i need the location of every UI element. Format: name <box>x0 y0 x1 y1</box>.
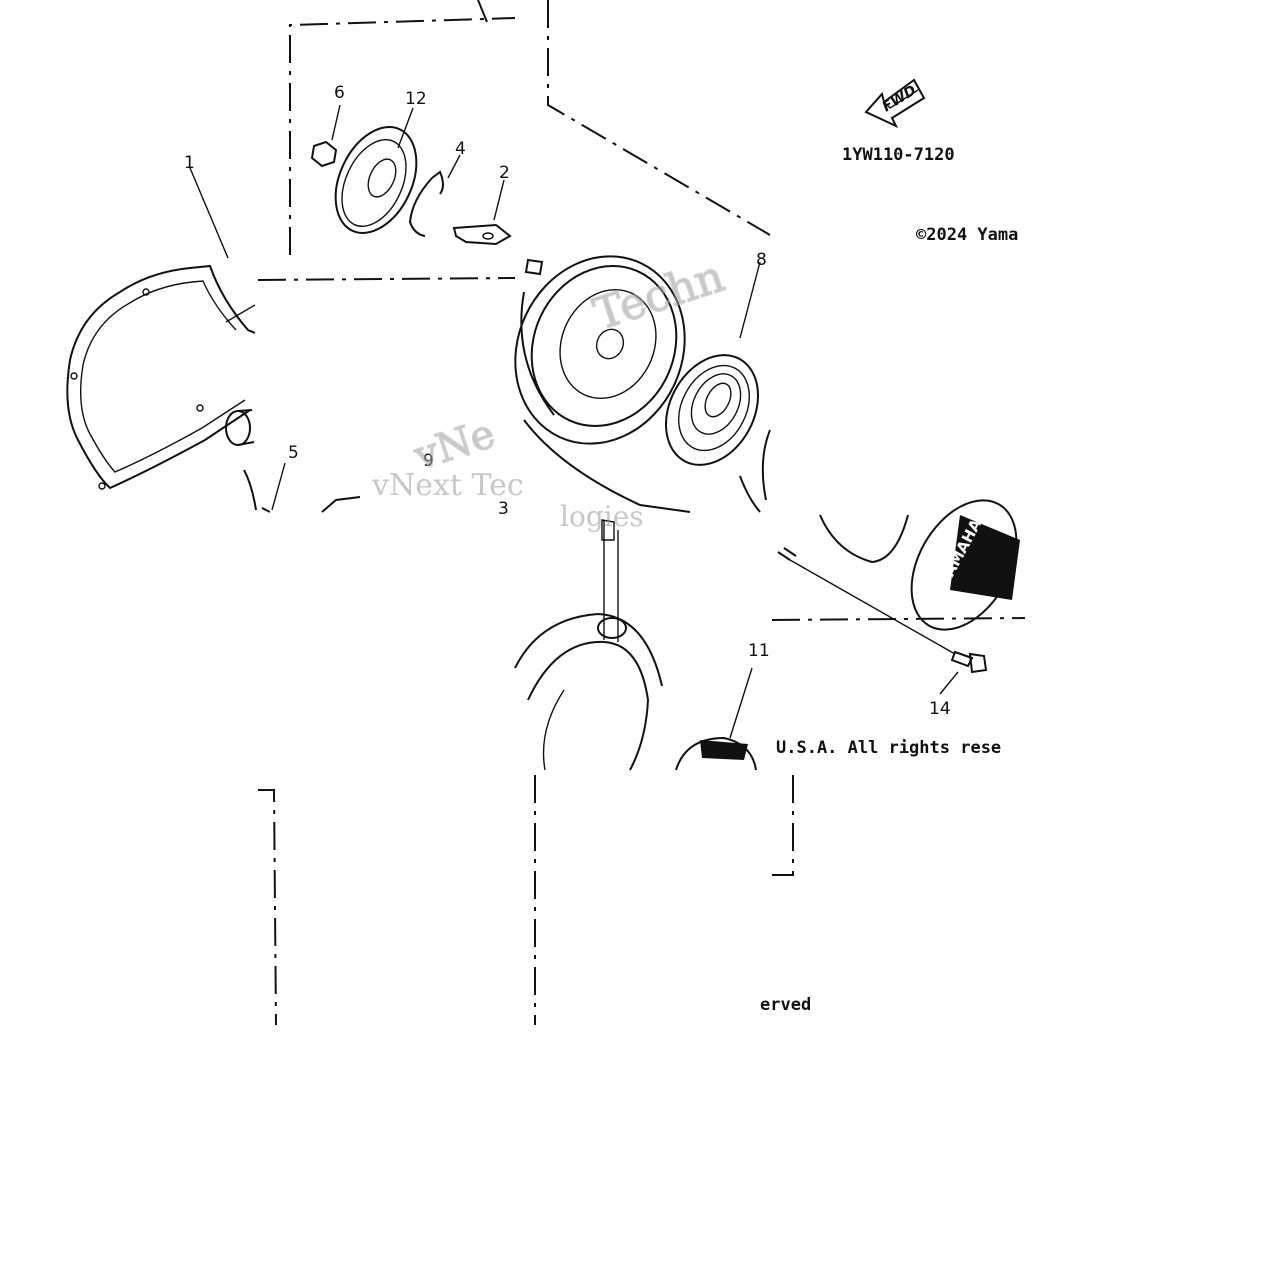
shaft-part-5 <box>225 409 361 513</box>
bolt-part-14 <box>939 650 988 695</box>
callout-numbers: 1 2 3 4 5 6 8 9 11 12 14 <box>184 83 951 719</box>
callout-9: 9 <box>423 451 434 471</box>
watermark-1: vNext Tec <box>371 468 524 503</box>
watermark: vNext Tec Techn vNe logies <box>371 250 731 533</box>
callout-11: 11 <box>748 641 770 661</box>
gasket-part-1 <box>66 167 256 490</box>
callout-6: 6 <box>334 83 345 103</box>
callout-3: 3 <box>498 499 509 519</box>
callout-14: 14 <box>929 699 951 719</box>
fwd-arrow-icon: FWD <box>864 78 926 129</box>
callout-2: 2 <box>499 163 510 183</box>
watermark-2: Techn <box>588 251 731 341</box>
yamaha-emblem: YAMAHA <box>910 499 1020 631</box>
starter-case <box>514 419 956 771</box>
nut-part-6 <box>310 104 341 168</box>
watermark-5: logies <box>560 500 644 533</box>
callout-12: 12 <box>405 89 427 109</box>
pawl-part-2 <box>452 179 512 246</box>
recoil-spring <box>664 261 761 466</box>
callout-4: 4 <box>455 139 466 159</box>
copyright-line-2: U.S.A. All rights rese <box>776 738 1001 758</box>
copyright-line-3: erved <box>760 995 811 1015</box>
copyright-line-1: ©2024 Yama <box>916 225 1018 245</box>
assembly-boundary-lines <box>257 0 1026 1026</box>
part-code: 1YW110-7120 <box>842 145 955 165</box>
drive-plate-part-12 <box>334 107 418 234</box>
callout-5: 5 <box>288 443 299 463</box>
callout-1: 1 <box>184 153 195 173</box>
spring-clip-part-4 <box>408 154 461 237</box>
decal-part-11 <box>675 667 757 771</box>
callout-8: 8 <box>756 250 767 270</box>
rope-reel <box>514 255 686 445</box>
